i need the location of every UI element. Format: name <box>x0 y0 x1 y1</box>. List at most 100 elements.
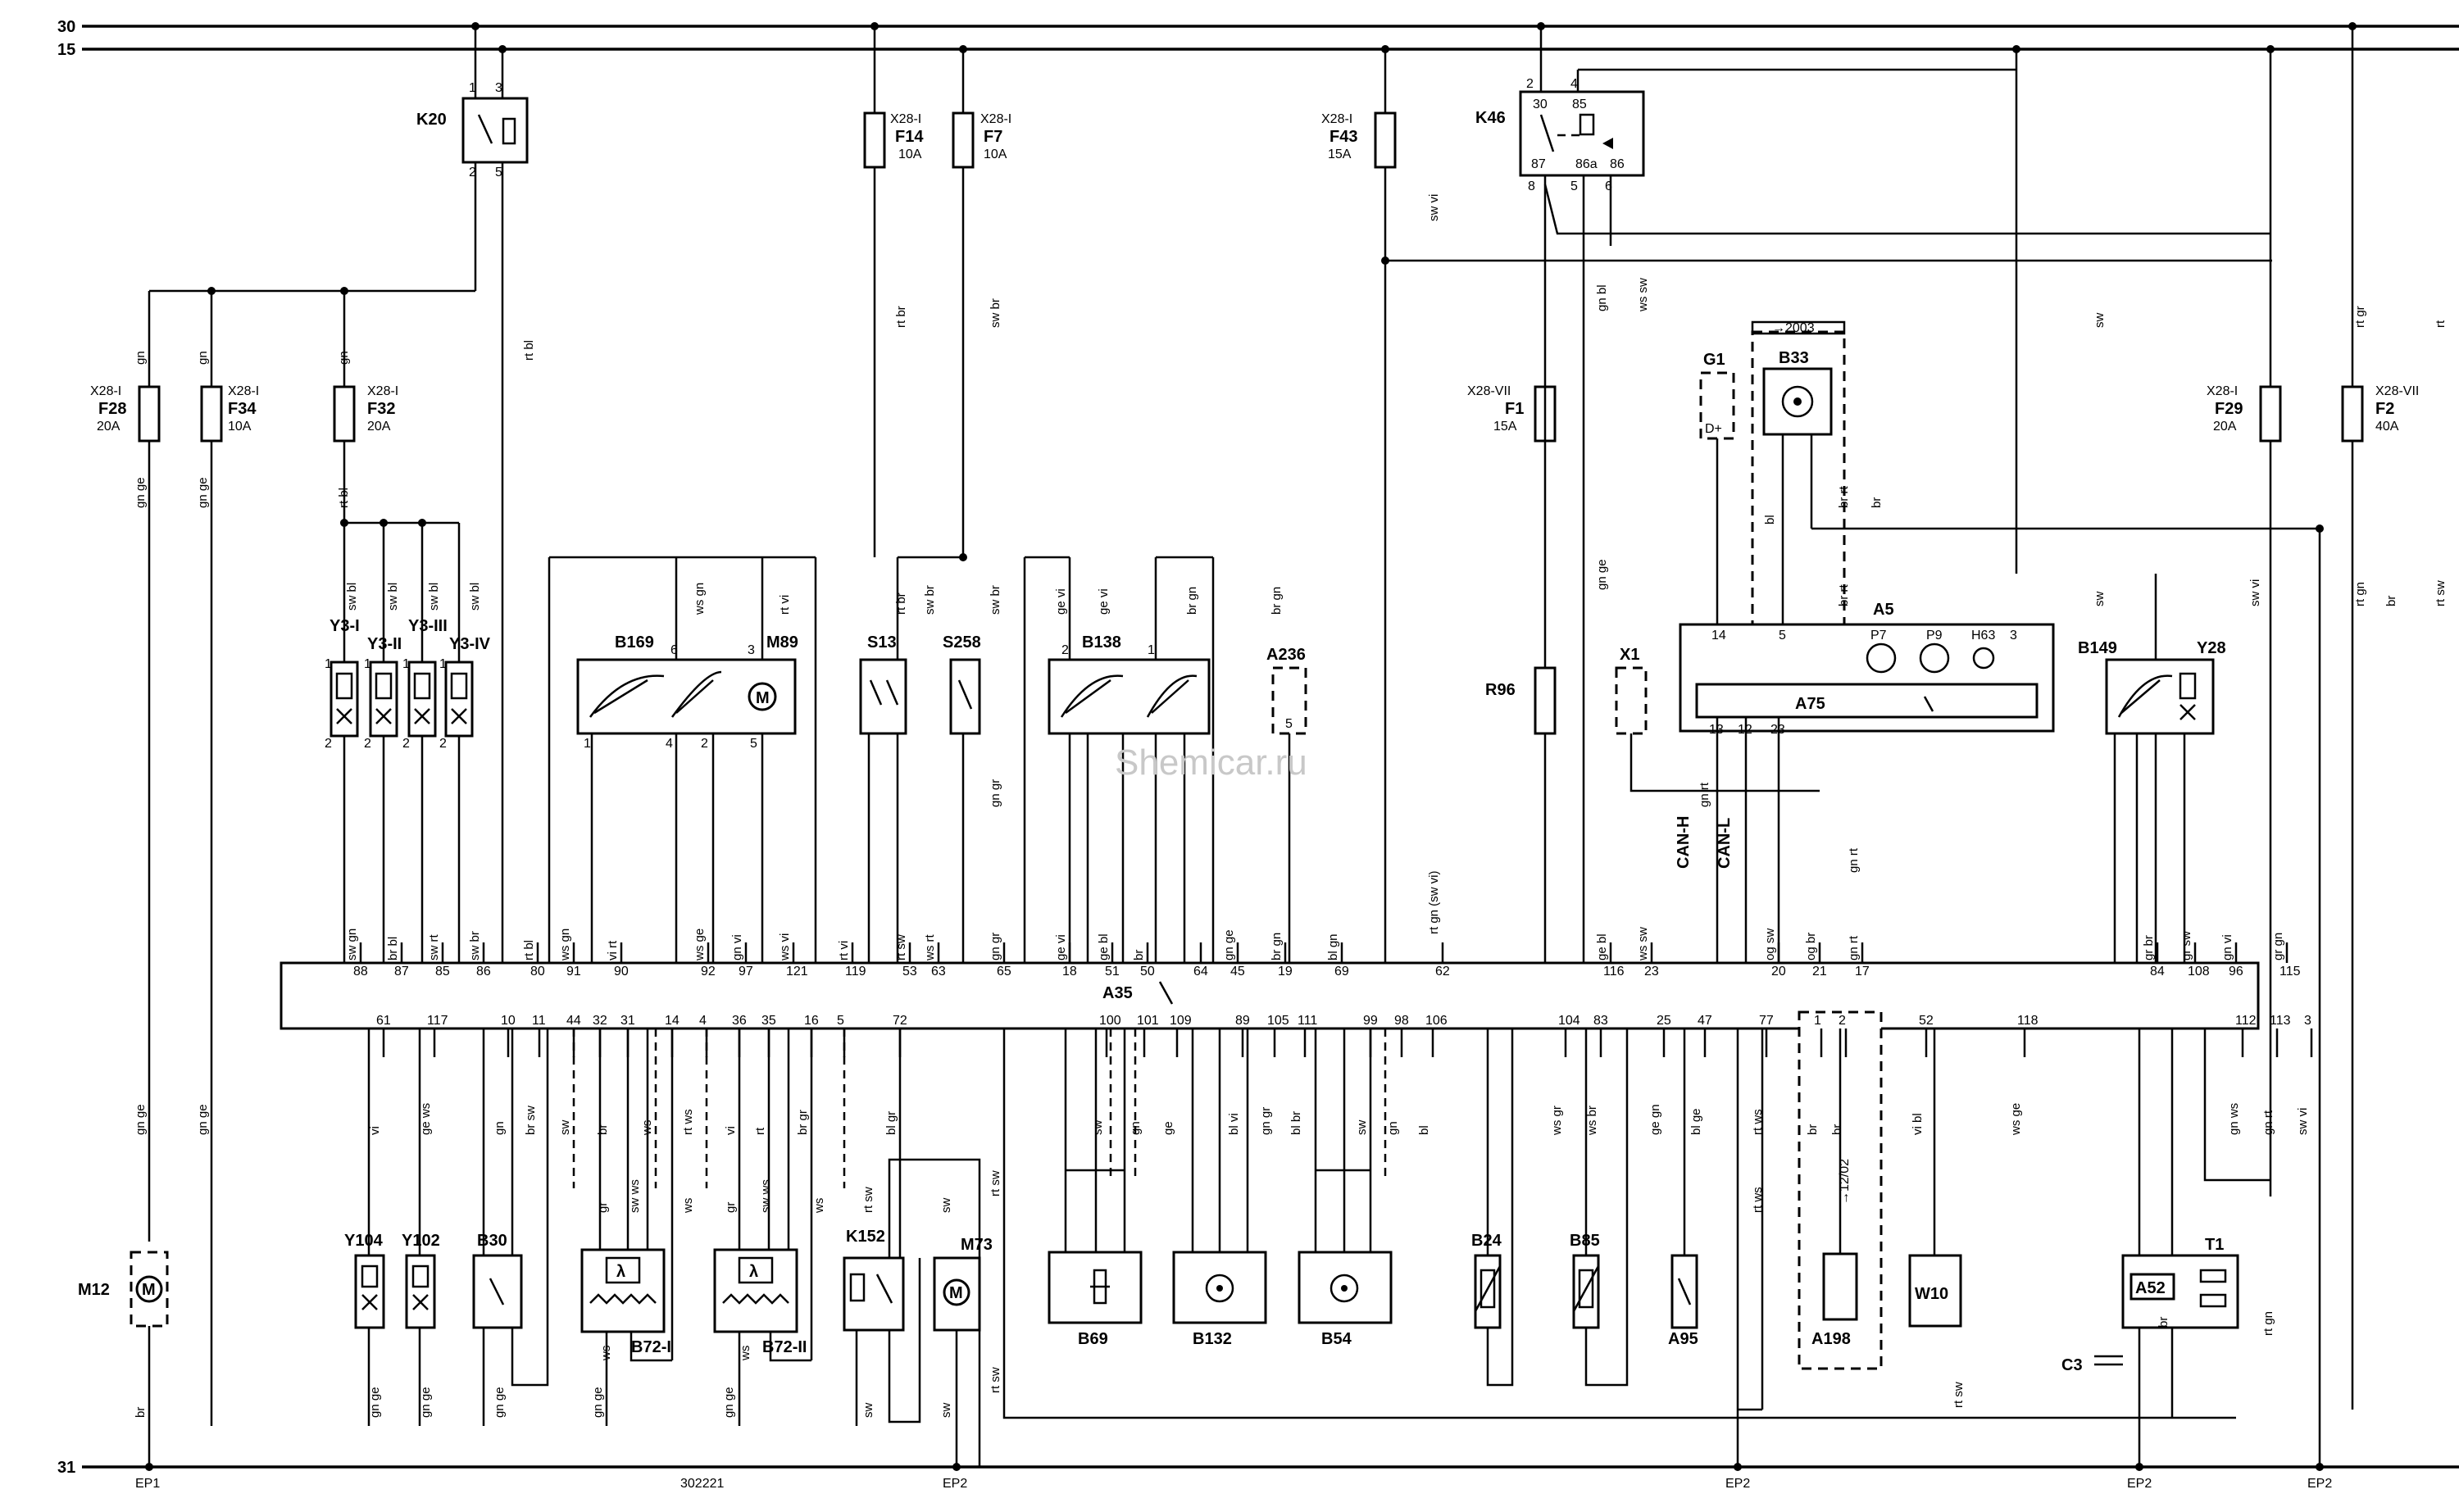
wire-label: rt gn (sw vi) <box>1427 870 1441 934</box>
ecu-pin-top: 85 <box>435 965 450 978</box>
wire-label: gr sw <box>2179 931 2193 960</box>
ecu-pin-bottom: 3 <box>2304 1014 2311 1028</box>
wire-label: ge bl <box>1595 933 1609 960</box>
wire-label: gr br <box>2142 935 2156 960</box>
wire-label: ws ge <box>2009 1103 2023 1136</box>
svg-text:3: 3 <box>2010 629 2017 642</box>
svg-text:S258: S258 <box>943 633 981 652</box>
injectors-y3: Y3-I 12 Y3-II 12 Y3-III 12 Y3-IV 12 <box>325 519 491 963</box>
wire-label: gn <box>1129 1121 1143 1135</box>
svg-text:λ: λ <box>749 1263 758 1281</box>
drawing-number: 302221 <box>680 1477 724 1491</box>
lambda-b72-1: λ B72-I <box>572 1028 674 1426</box>
fuse-f14-label: F14 <box>895 128 924 146</box>
svg-text:A52: A52 <box>2135 1279 2166 1297</box>
wire-label: gn vi <box>2220 934 2234 960</box>
wire-label: gn ge <box>493 1387 507 1418</box>
wire-label: bl br <box>1289 1111 1303 1135</box>
svg-text:1: 1 <box>325 657 332 671</box>
svg-text:X28-I: X28-I <box>890 112 921 126</box>
svg-text:15A: 15A <box>1328 148 1352 161</box>
wire-label: bl vi <box>1227 1113 1241 1135</box>
switch-s258: S258 <box>943 633 981 963</box>
wire-label: gn ge <box>1595 559 1609 590</box>
wire-label: gn gr <box>989 933 1002 960</box>
svg-text:S13: S13 <box>867 633 897 652</box>
svg-text:B30: B30 <box>477 1232 507 1250</box>
svg-text:Y3-IV: Y3-IV <box>449 635 491 653</box>
resistor-r96: R96 <box>1485 666 1557 735</box>
wire-label: gn <box>1386 1121 1400 1135</box>
wire-label: bl gr <box>884 1111 898 1135</box>
ecu-pin-bottom: 44 <box>566 1014 581 1028</box>
svg-text:A198: A198 <box>1811 1330 1851 1348</box>
sensor-b24: B24 <box>1471 1028 1514 1387</box>
wire-label: ge bl <box>1097 933 1111 960</box>
wire-label: gn ws <box>2227 1103 2241 1135</box>
ecu-pin-bottom: 100 <box>1099 1014 1121 1028</box>
wire-label: gn ge <box>196 477 210 508</box>
svg-text:X28-I: X28-I <box>228 384 259 398</box>
svg-text:EP2: EP2 <box>1725 1477 1750 1491</box>
svg-text:B149: B149 <box>2078 639 2117 657</box>
wire-label: bl gn <box>1326 933 1340 960</box>
sensor-b85: B85 <box>1570 1028 1629 1387</box>
antenna-w10: W10 <box>1908 1028 1962 1328</box>
svg-text:2: 2 <box>325 737 332 751</box>
fuse-f28-label: F28 <box>98 400 126 418</box>
svg-text:EP2: EP2 <box>943 1477 967 1491</box>
svg-text:X28-I: X28-I <box>1321 112 1352 126</box>
ecu-pin-bottom: 31 <box>620 1014 635 1028</box>
ecu-pin-bottom: 11 <box>532 1014 546 1028</box>
wire-label: vi <box>368 1126 382 1135</box>
ecu-pin-top: 91 <box>566 965 581 978</box>
m89-label: M89 <box>766 633 798 652</box>
wire-label: br <box>1870 497 1884 508</box>
wire-label: gn ge <box>419 1387 433 1418</box>
wire-label: sw <box>939 1198 953 1214</box>
lambda-b72-2: λ B72-II <box>705 1028 846 1426</box>
wire-label: rt sw <box>894 934 908 960</box>
wire-label: br gn <box>1185 587 1199 615</box>
svg-text:M: M <box>756 689 770 707</box>
wire-label: sw vi <box>2248 579 2262 606</box>
ecu-pin-top: 65 <box>997 965 1011 978</box>
wire-label: gn ge <box>591 1387 605 1418</box>
wire-label: gn gr <box>1259 1107 1273 1135</box>
wire-label: br <box>1132 950 1146 960</box>
wire-label: sw <box>2093 592 2107 607</box>
svg-text:12: 12 <box>1738 723 1752 737</box>
wire-label: sw <box>558 1120 572 1136</box>
ecu-pin-bottom: 101 <box>1137 1014 1159 1028</box>
svg-text:10A: 10A <box>984 148 1007 161</box>
ecu-pin-bottom: 2 <box>1839 1014 1846 1028</box>
wire-label: sw bl <box>427 583 441 611</box>
ecu-pin-top: 62 <box>1435 965 1450 978</box>
ecu-pin-bottom: 5 <box>837 1014 844 1028</box>
wire-label: gn ge <box>722 1387 736 1418</box>
svg-text:T1: T1 <box>2205 1236 2224 1254</box>
module-a236: A236 5 <box>1266 646 1307 963</box>
svg-text:10A: 10A <box>228 420 252 434</box>
wire-label: rt bl <box>522 340 536 361</box>
wire-label: vi <box>724 1126 738 1135</box>
wire-label: gn rt <box>2261 1110 2275 1135</box>
alternator-g1: D+ G1 <box>1699 351 1735 624</box>
ground-ep1: EP1 <box>135 1477 160 1491</box>
watermark: Shemicar.ru <box>1115 742 1307 783</box>
fuse-f34: X28-I F34 10A <box>200 291 259 1426</box>
sensor-b69: B69 <box>1048 1028 1143 1348</box>
wire-label: sw bl <box>386 583 400 611</box>
ecu-pin-bottom: 105 <box>1267 1014 1289 1028</box>
wire-label: gn gr <box>989 779 1002 807</box>
svg-text:3: 3 <box>748 643 755 657</box>
ecu-pin-bottom: 104 <box>1558 1014 1580 1028</box>
wire-label: sw vi <box>2296 1108 2310 1135</box>
fuse-f1-label: F1 <box>1505 400 1524 418</box>
bus-30-label: 30 <box>57 18 75 36</box>
svg-text:8: 8 <box>1528 179 1535 193</box>
a35-label: A35 <box>1102 984 1133 1002</box>
svg-text:87: 87 <box>1531 157 1546 171</box>
